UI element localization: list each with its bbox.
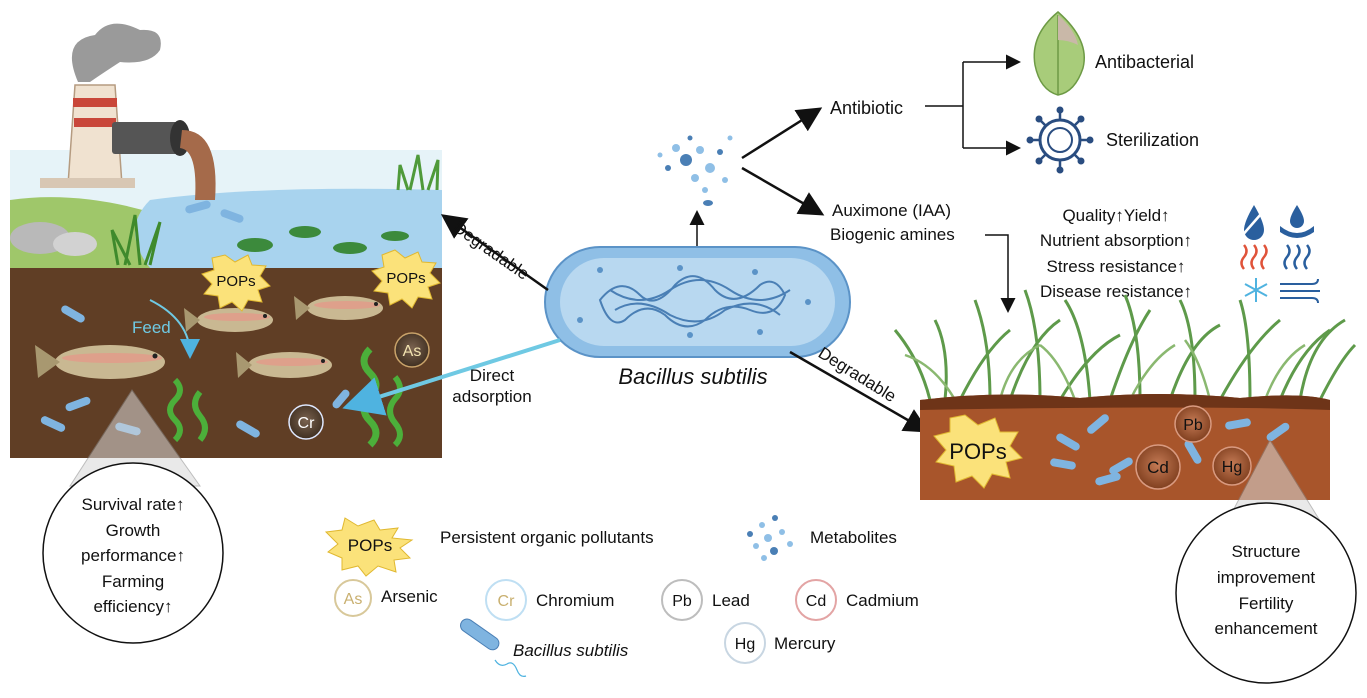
legend-as-text: Arsenic: [381, 587, 438, 606]
cold-wave-icon: [1283, 244, 1311, 270]
fish-icon: [35, 345, 165, 379]
flood-icon: [1280, 205, 1314, 238]
legend-cr-text: Chromium: [536, 591, 614, 610]
legend-cd-icon: [795, 579, 837, 621]
biogenic-label: Biogenic amines: [830, 225, 955, 244]
legend-pops-text: Persistent organic pollutants: [440, 528, 654, 547]
direct-label: Direct: [470, 366, 515, 385]
legend-cd-text: Cadmium: [846, 591, 919, 610]
effect-disease: Disease resistance↑: [1040, 282, 1192, 301]
adsorption-label: adsorption: [452, 387, 531, 406]
bacteria-rods: [1050, 414, 1290, 486]
soil-scene: POPs Pb Cd Hg: [893, 289, 1357, 546]
bacterium-name: Bacillus subtilis: [618, 364, 767, 389]
benefit-performance: performance↑: [81, 546, 185, 565]
feed-label: Feed: [132, 318, 171, 337]
pipe-icon: [112, 120, 216, 200]
effect-quality: Quality↑Yield↑: [1062, 206, 1169, 225]
legend-hg-badge: Hg: [735, 636, 755, 653]
degradable-left-label: Degradable: [450, 218, 533, 284]
heat-icon: [1240, 244, 1268, 270]
sterilization-label: Sterilization: [1106, 130, 1199, 150]
pops-label: POPs: [216, 273, 255, 290]
benefit-fertility: Fertility: [1239, 594, 1294, 613]
benefit-survival: Survival rate↑: [82, 495, 185, 514]
hg-badge: [1212, 446, 1252, 486]
arrow-auximone: [741, 166, 825, 216]
effect-stress: Stress resistance↑: [1047, 257, 1186, 276]
pops-burst: POPs: [933, 414, 1023, 489]
feed-arrow: [149, 299, 200, 359]
snowflake-icon: [1244, 278, 1268, 302]
legend-cr-badge: Cr: [498, 593, 516, 610]
factory-icon: [40, 23, 161, 188]
legend: POPs Persistent organic pollutants Metab…: [324, 515, 919, 677]
cd-label: Cd: [1147, 458, 1169, 477]
plant-effects: Quality↑Yield↑ Nutrient absorption↑ Stre…: [1040, 206, 1192, 301]
drought-icon: [1239, 205, 1269, 240]
arrow-direct-adsorption: [342, 338, 561, 416]
cr-badge: [288, 404, 324, 440]
as-badge: [394, 332, 430, 368]
fish-icon: [184, 308, 273, 332]
cr-label: Cr: [298, 415, 316, 432]
fish-icon: [294, 296, 383, 320]
legend-metabolites-icon: [747, 515, 793, 561]
legend-pb-icon: [661, 579, 703, 621]
pops-burst: POPs: [201, 254, 271, 312]
pops-label: POPs: [949, 439, 1006, 464]
legend-pb-text: Lead: [712, 591, 750, 610]
bacterium-cell: [544, 246, 851, 358]
leaf-icon: [1033, 11, 1085, 96]
legend-cd-badge: Cd: [806, 593, 826, 610]
antibiotic-label: Antibiotic: [830, 98, 903, 118]
auximone-label: Auximone (IAA): [832, 201, 951, 220]
cd-badge: [1135, 444, 1181, 490]
benefit-farming: Farming: [102, 572, 164, 591]
legend-metabolites-text: Metabolites: [810, 528, 897, 547]
wind-icon: [1280, 278, 1320, 304]
pb-label: Pb: [1183, 417, 1203, 434]
pb-badge: [1174, 405, 1212, 443]
metabolites-icon: [657, 135, 733, 206]
legend-as-badge: As: [344, 591, 363, 608]
legend-hg-icon: [724, 622, 766, 664]
benefit-efficiency: efficiency↑: [93, 597, 172, 616]
benefit-growth: Growth: [106, 521, 161, 540]
legend-as-icon: [334, 579, 372, 617]
benefit-structure: Structure: [1232, 542, 1301, 561]
legend-cr-icon: [485, 579, 527, 621]
legend-pb-badge: Pb: [672, 593, 692, 610]
legend-pops-icon: [324, 517, 414, 577]
virus-icon: [1026, 106, 1094, 174]
legend-bacillus-text: Bacillus subtilis: [513, 641, 629, 660]
hg-label: Hg: [1222, 459, 1242, 476]
aquatic-scene: POPs POPs Feed As Cr: [10, 23, 442, 487]
legend-hg-text: Mercury: [774, 634, 836, 653]
effect-nutrient: Nutrient absorption↑: [1040, 231, 1192, 250]
arrow-degradable-left: [440, 214, 549, 292]
fish-icon: [236, 352, 332, 378]
legend-bacillus-icon: [460, 618, 527, 677]
arrow-degradable-right: [789, 350, 930, 433]
arrow-antibiotic: [741, 107, 823, 160]
aquatic-benefit-circle: [42, 462, 224, 644]
soil-benefits: Structure improvement Fertility enhancem…: [1214, 542, 1317, 638]
antibacterial-label: Antibacterial: [1095, 52, 1194, 72]
benefit-enhancement: enhancement: [1214, 619, 1317, 638]
pops-label: POPs: [386, 270, 425, 287]
soil-benefit-circle: [1175, 502, 1357, 684]
pops-burst: POPs: [371, 249, 441, 309]
aquatic-benefits: Survival rate↑ Growth performance↑ Farmi…: [81, 495, 185, 616]
as-label: As: [403, 343, 422, 360]
arrow-plant: [985, 234, 1016, 313]
legend-pops-badge: POPs: [348, 536, 392, 555]
benefit-improvement: improvement: [1217, 568, 1316, 587]
